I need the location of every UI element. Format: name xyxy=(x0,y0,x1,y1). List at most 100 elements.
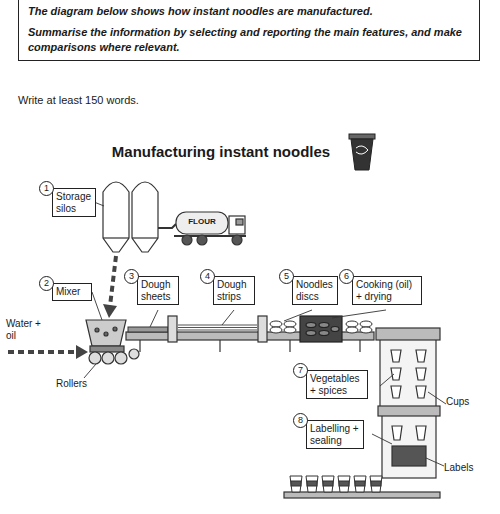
mixer-part xyxy=(113,327,117,331)
output-conveyor-part xyxy=(284,492,440,498)
callout-number: 5 xyxy=(279,269,294,284)
leader-lines-part xyxy=(222,310,234,325)
mixer-part xyxy=(95,328,99,332)
fryer xyxy=(300,316,342,342)
fryer-part xyxy=(306,331,316,336)
silos-part xyxy=(103,237,129,238)
conveyor-part xyxy=(359,340,360,352)
part-label: Rollers xyxy=(56,378,106,390)
finished-cups-part xyxy=(290,476,302,492)
flour-pipe xyxy=(158,224,176,228)
cutting-station-part xyxy=(258,316,267,342)
mixer-part xyxy=(104,332,108,336)
step-label: Labelling + sealing xyxy=(310,423,360,446)
filling-machine-part xyxy=(391,386,401,398)
fryer-part xyxy=(319,323,329,328)
rollers-part xyxy=(102,352,114,364)
leader-lines-part xyxy=(84,364,96,378)
conveyor-part xyxy=(139,340,140,352)
process-step-box: 2Mixer xyxy=(52,283,92,301)
rollers-part xyxy=(89,352,101,364)
finished-cups-part xyxy=(339,481,349,486)
cutting-station xyxy=(168,316,267,342)
mixer-part xyxy=(90,346,124,352)
title-cup-icon xyxy=(349,134,375,170)
prompt-text: Summarise the information by selecting a… xyxy=(28,25,470,55)
finished-cups-part xyxy=(371,481,381,486)
process-step-box: 7Vegetables + spices xyxy=(306,370,368,399)
callout-number: 3 xyxy=(124,269,139,284)
prompt-text: The diagram below shows how instant nood… xyxy=(28,4,470,19)
silos-part xyxy=(132,237,158,238)
rollers-part xyxy=(115,352,127,364)
water-oil-arrow-part xyxy=(76,345,88,359)
leader-lines-part xyxy=(380,374,394,386)
rollers xyxy=(89,349,139,364)
process-step-box: 8Labelling + sealing xyxy=(306,420,364,449)
task-prompt-box: The diagram below shows how instant nood… xyxy=(18,0,480,61)
noodle-discs-part xyxy=(346,321,358,327)
step-label: Dough strips xyxy=(217,279,251,302)
truck-part xyxy=(182,235,192,245)
filling-machine-part xyxy=(416,368,426,380)
title-cup-icon-part xyxy=(349,134,375,139)
flour-flow-arrow-part xyxy=(110,256,116,306)
dough-strips-part xyxy=(178,327,257,328)
leader-lines xyxy=(84,202,446,466)
finished-cups-part xyxy=(323,481,333,486)
process-step-box: 1Storage silos xyxy=(52,188,96,217)
step-label: Noodles discs xyxy=(296,279,334,302)
leader-lines-part xyxy=(92,292,102,320)
dough-strips xyxy=(178,325,257,330)
truck-part xyxy=(236,219,243,225)
fryer-part xyxy=(319,331,329,336)
callout-number: 7 xyxy=(293,363,308,378)
truck xyxy=(174,212,246,245)
diagram-title: Manufacturing instant noodles xyxy=(96,143,346,160)
process-step-box: 4Dough strips xyxy=(213,276,255,305)
noodle-discs-part xyxy=(284,327,296,333)
truck-part xyxy=(232,235,242,245)
callout-number: 2 xyxy=(39,276,54,291)
filling-machine xyxy=(376,328,440,408)
silos xyxy=(103,182,158,252)
finished-cups-part xyxy=(354,476,366,492)
callout-number: 1 xyxy=(39,181,54,196)
labelling-machine-part xyxy=(392,426,402,440)
finished-cups-part xyxy=(291,481,301,486)
finished-cups-part xyxy=(322,476,334,492)
tank-text: FLOUR xyxy=(176,217,228,226)
rollers-part xyxy=(129,349,139,359)
water-oil-arrow-part xyxy=(8,350,76,354)
filling-machine-part xyxy=(416,350,426,362)
filling-machine-part xyxy=(416,386,426,398)
process-step-box: 6Cooking (oil) + drying xyxy=(352,276,422,305)
conveyor-part xyxy=(289,340,290,352)
finished-cups-part xyxy=(306,476,318,492)
labelling-machine-part xyxy=(378,406,440,416)
noodle-discs-part xyxy=(360,327,372,333)
filling-machine-part xyxy=(391,368,401,380)
silos-part xyxy=(132,182,158,252)
process-step-box: 5Noodles discs xyxy=(292,276,338,305)
finished-cups-part xyxy=(338,476,350,492)
fryer-part xyxy=(300,316,342,342)
truck-part xyxy=(176,212,228,234)
leader-lines-part xyxy=(150,310,158,327)
leader-lines-part xyxy=(284,310,312,321)
cutting-station-part xyxy=(168,316,177,342)
filling-machine-part xyxy=(380,338,436,408)
output-conveyor xyxy=(284,492,440,498)
step-label: Cooking (oil) + drying xyxy=(356,279,418,302)
callout-number: 4 xyxy=(200,269,215,284)
leader-lines-part xyxy=(372,434,392,444)
noodle-discs-part xyxy=(270,321,282,327)
noodle-discs-part xyxy=(284,321,296,327)
labelling-machine-part xyxy=(416,426,426,440)
part-label: Labels xyxy=(444,462,494,474)
fryer-part xyxy=(331,327,339,332)
water-oil-arrow xyxy=(8,345,88,359)
finished-cups-part xyxy=(355,481,365,486)
